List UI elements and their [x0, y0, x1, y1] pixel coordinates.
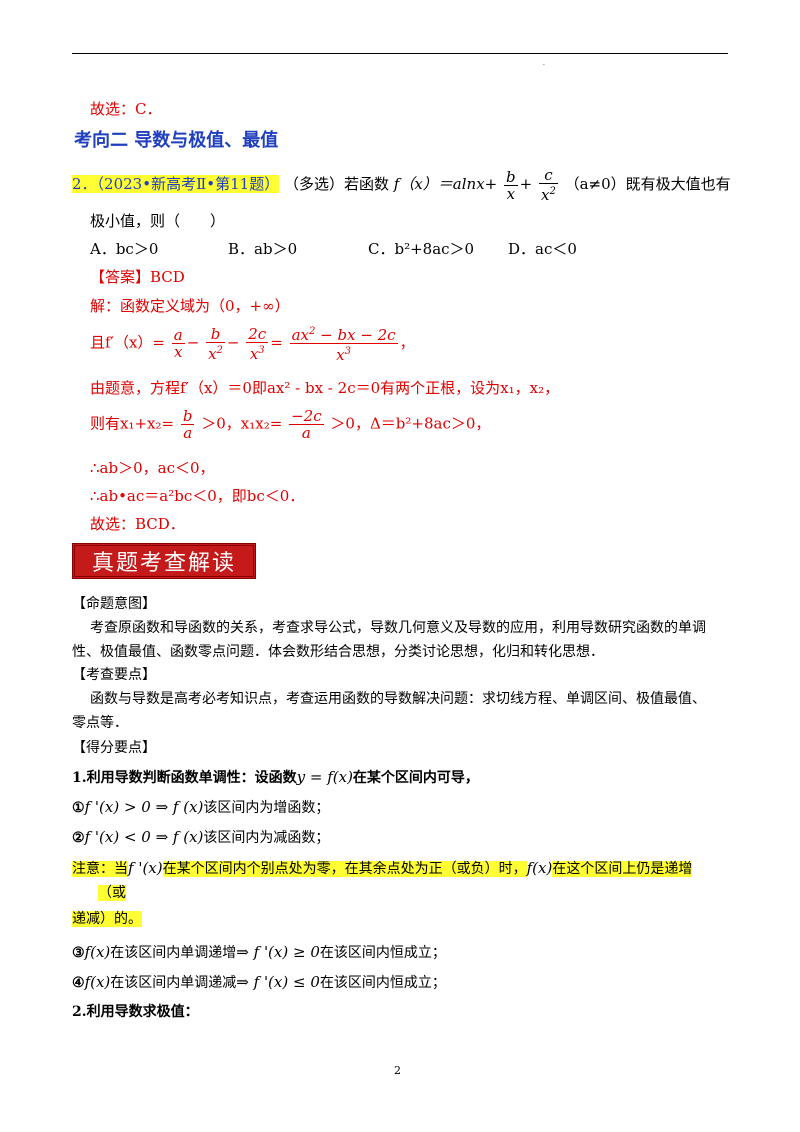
key-2-title: 2.利用导数求极值：: [72, 1004, 199, 1020]
question-line-2: 极小值，则（ ）: [90, 212, 226, 230]
key-1-item-1: ①f '(x) > 0 ⇒ f (x)该区间内为增函数；: [72, 798, 330, 816]
option-a: A．bc＞0: [90, 240, 159, 258]
prev-answer: 故选：C．: [90, 100, 162, 118]
key-1-item-2: ②f '(x) < 0 ⇒ f (x)该区间内为减函数；: [72, 828, 330, 846]
intent-para-2: 性、极值最值、函数零点问题．体会数形结合思想，分类讨论思想，化归和转化思想．: [72, 644, 604, 660]
score-tag: 【得分要点】: [72, 740, 156, 756]
intent-para-1: 考查原函数和导函数的关系，考查求导公式，导数几何意义及导数的应用，利用导数研究函…: [90, 620, 706, 636]
intent-tag: 【命题意图】: [72, 596, 156, 612]
note-line-3: 递减）的。: [72, 911, 142, 927]
solution-line-1: 解：函数定义域为（0，+∞）: [90, 297, 290, 315]
option-b: B．ab＞0: [228, 240, 298, 258]
header-dot: ·: [543, 62, 545, 69]
key-1-item-3: ③f(x)在该区间内单调递增⇒ f '(x) ≥ 0在该区间内恒成立；: [72, 943, 446, 961]
question-condition: （a≠0）既有极大值也有: [564, 175, 731, 193]
solution-line-6: ∴ab•ac＝a²bc＜0，即bc＜0．: [90, 487, 305, 505]
points-tag: 【考查要点】: [72, 667, 156, 683]
section-title: 考向二 导数与极值、最值: [74, 130, 279, 151]
points-para-2: 零点等．: [72, 715, 128, 731]
points-para-1: 函数与导数是高考必考知识点，考查运用函数的导数解决问题：求切线方程、单调区间、极…: [90, 691, 706, 707]
header-rule: [72, 53, 728, 54]
option-c: C．b²+8ac＞0: [368, 240, 475, 258]
option-d: D．ac＜0: [508, 240, 577, 258]
key-1-title: 1.利用导数判断函数单调性：设函数y = f(x)在某个区间内可导，: [72, 768, 479, 786]
note-line-2: （或: [98, 885, 126, 901]
section-banner: 真题考查解读: [72, 543, 256, 579]
answer-tag: 【答案】BCD: [90, 268, 185, 286]
solution-line-5: ∴ab＞0，ac＜0，: [90, 459, 215, 477]
solution-line-7: 故选：BCD．: [90, 515, 185, 533]
page-number: 2: [394, 1064, 401, 1077]
key-1-item-4: ④f(x)在该区间内单调递减⇒ f '(x) ≤ 0在该区间内恒成立；: [72, 973, 446, 991]
question-stem: （多选）若函数: [283, 175, 389, 193]
note-line-1: 注意：当f '(x)在某个区间内个别点处为零，在其余点处为正（或负）时，f(x)…: [72, 859, 693, 877]
solution-line-3: 由题意，方程f′（x）＝0即ax² - bx - 2c＝0有两个正根，设为x₁，…: [90, 379, 560, 397]
function-def: f（x）＝alnx+: [393, 175, 498, 193]
question-source: 2．（2023•新高考Ⅱ•第11题）: [72, 175, 280, 193]
